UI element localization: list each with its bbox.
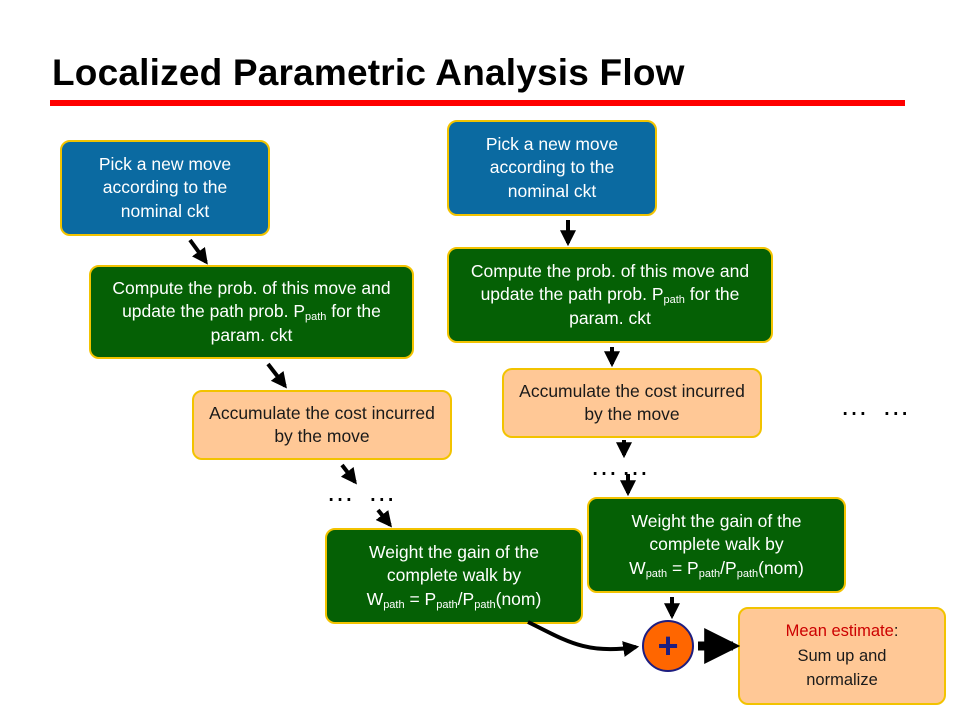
- arrow-left-accumulate-to-dots: [340, 463, 357, 485]
- left-compute-prob-box: Compute the prob. of this move and updat…: [89, 265, 414, 359]
- right-accumulate-cost-box: Accumulate the cost incurred by the move: [502, 368, 762, 438]
- right-accumulate-cost-text: Accumulate the cost incurred by the move: [519, 380, 745, 424]
- right-pick-move-box: Pick a new move according to the nominal…: [447, 120, 657, 216]
- arrow-left-pick-to-compute: [188, 238, 208, 265]
- right-compute-prob-box: Compute the prob. of this move and updat…: [447, 247, 773, 343]
- left-pick-move-text: Pick a new move according to the nominal…: [98, 154, 232, 221]
- arrow-left-dots-to-weight: [375, 508, 392, 528]
- sum-node: +: [642, 620, 694, 672]
- page-title: Localized Parametric Analysis Flow: [52, 52, 685, 93]
- right-compute-prob-text: Compute the prob. of this move and updat…: [470, 261, 750, 328]
- left-ellipsis: … …: [326, 476, 399, 507]
- far-right-ellipsis: … …: [840, 390, 913, 421]
- left-accumulate-cost-text: Accumulate the cost incurred by the move: [209, 402, 435, 446]
- left-compute-prob-text: Compute the prob. of this move and updat…: [112, 278, 391, 345]
- arrow-left-compute-to-accumulate: [266, 362, 287, 389]
- arrow-left-weight-to-sum: [527, 620, 640, 657]
- left-pick-move-box: Pick a new move according to the nominal…: [60, 140, 270, 236]
- right-pick-move-text: Pick a new move according to the nominal…: [485, 134, 619, 201]
- title-underline: [50, 100, 905, 106]
- left-accumulate-cost-box: Accumulate the cost incurred by the move: [192, 390, 452, 460]
